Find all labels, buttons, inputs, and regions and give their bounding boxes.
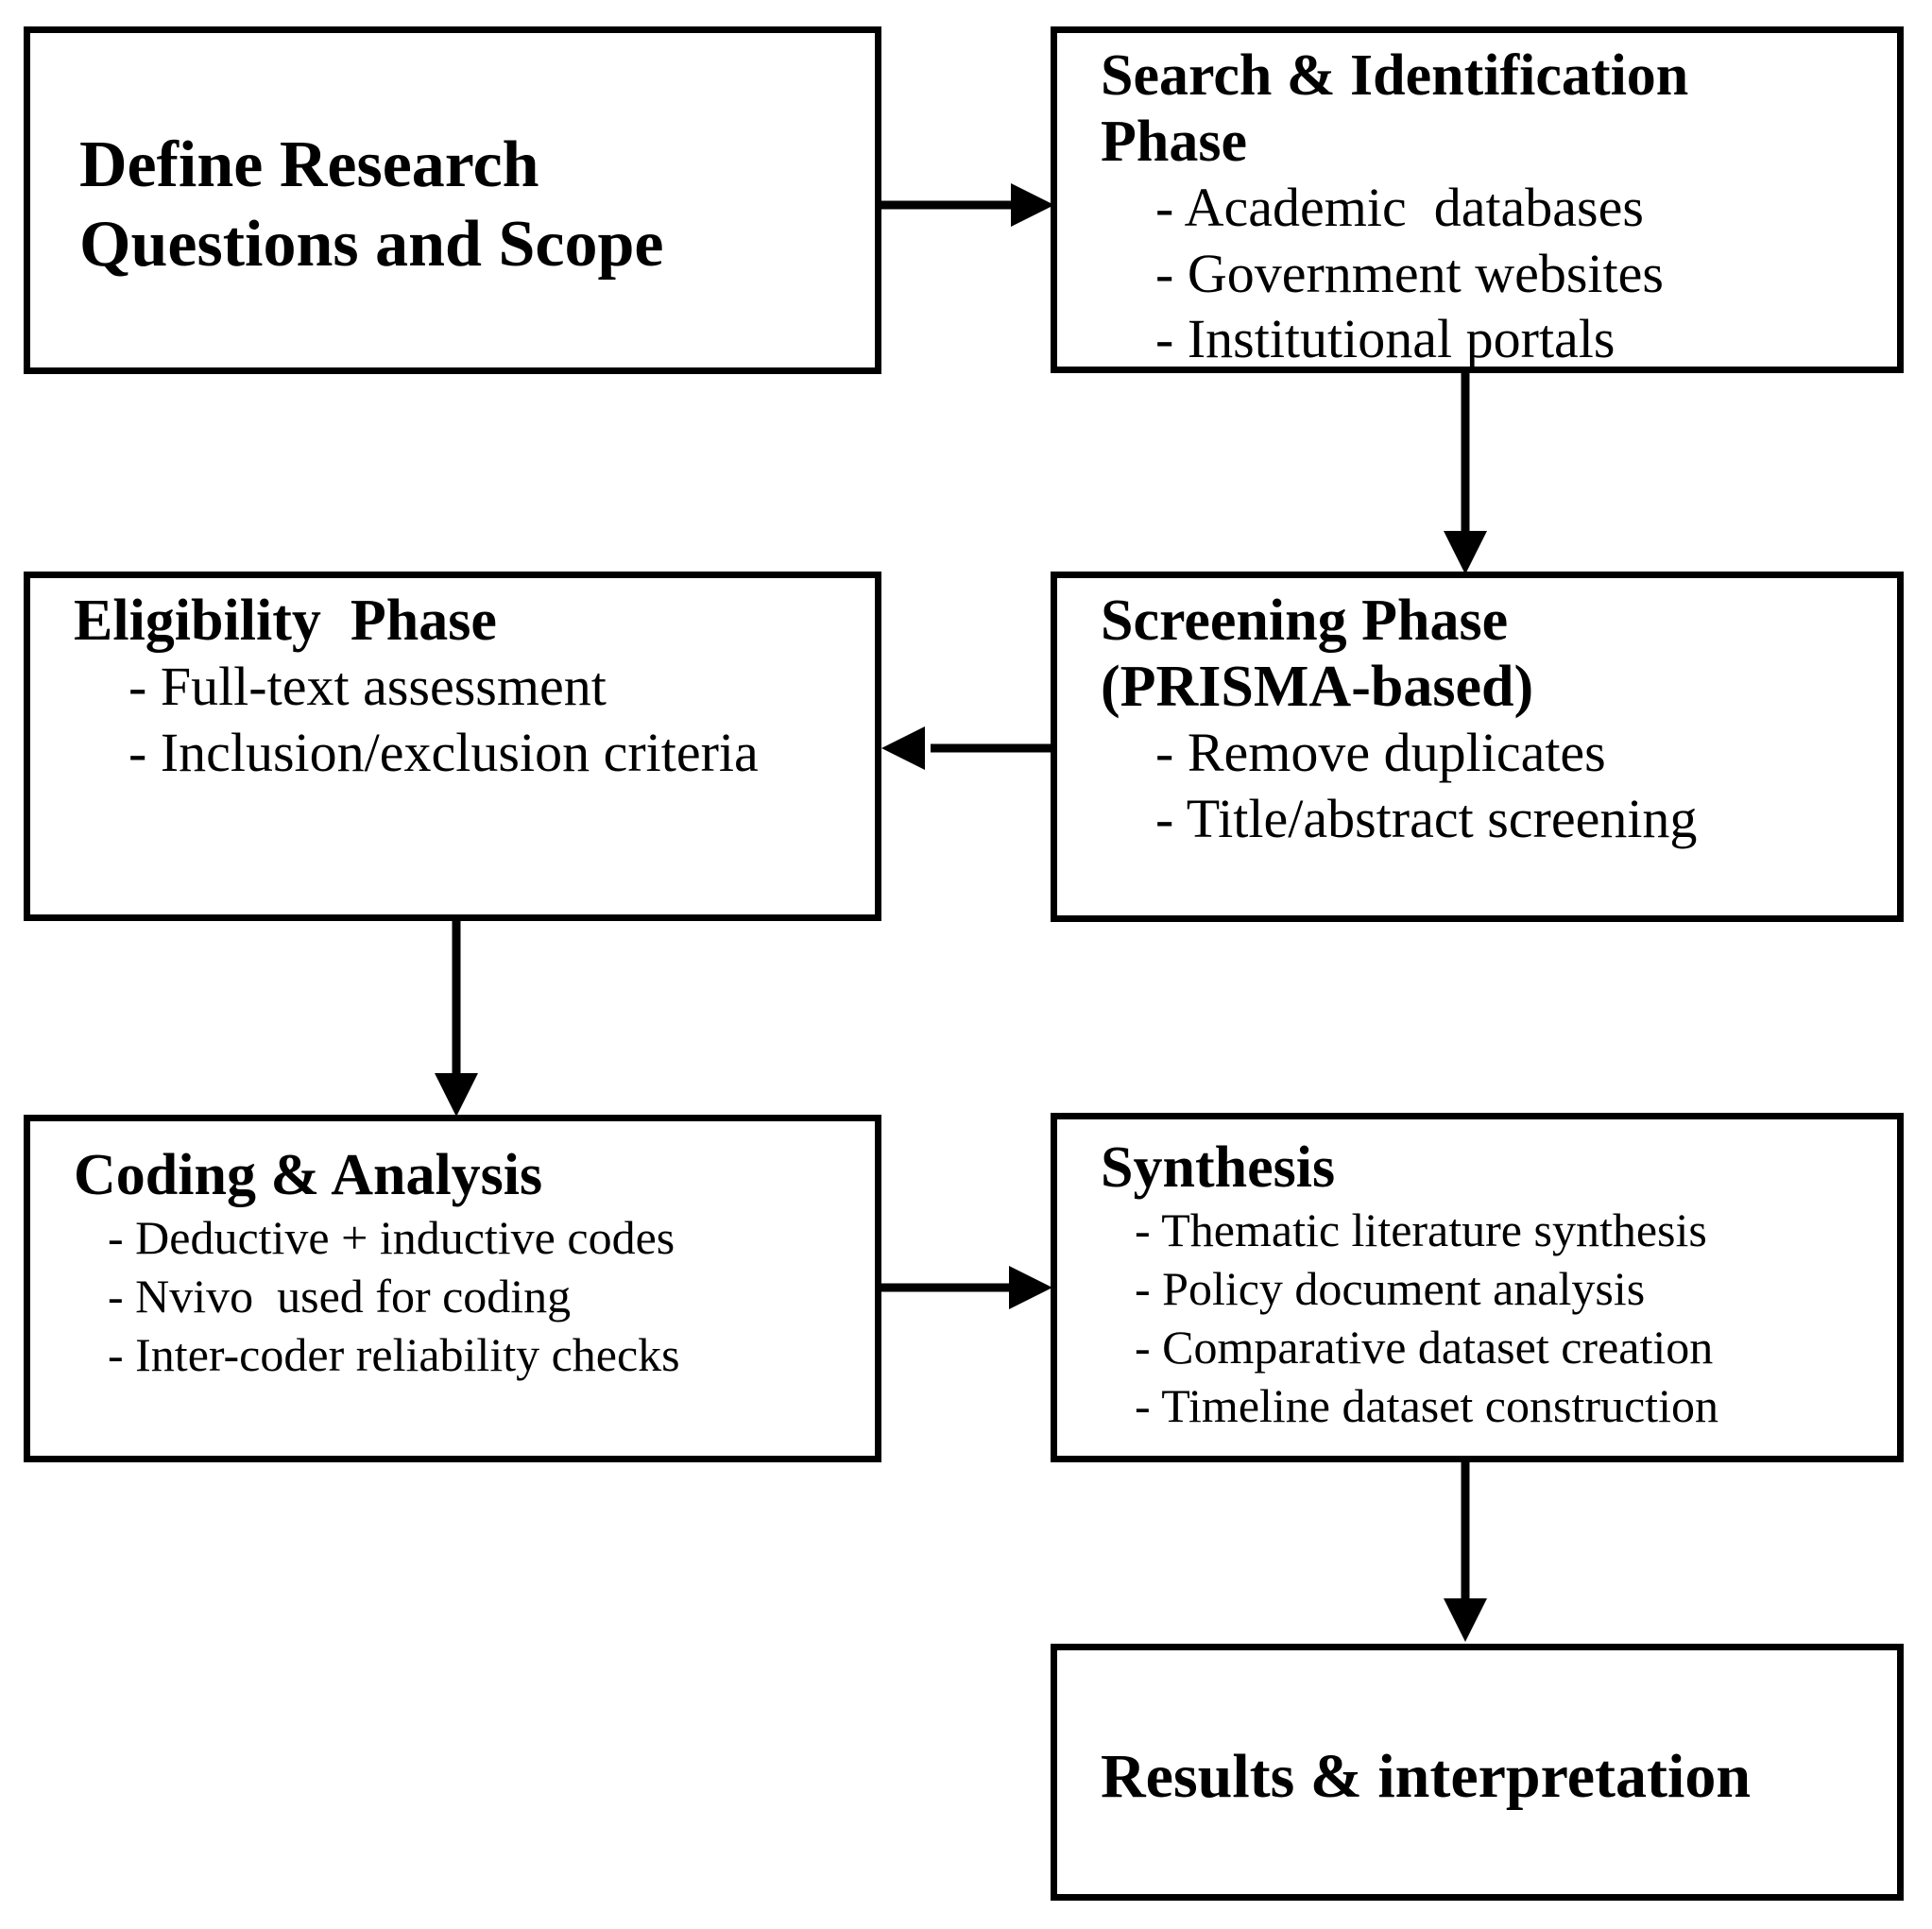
bullet-item: - Institutional portals (1155, 308, 1616, 370)
bullet-item: - Academic databases (1155, 177, 1644, 239)
bullet-item: - Nvivo used for coding (108, 1270, 572, 1323)
box-title-line: Eligibility Phase (74, 589, 497, 653)
bullet-item: - Government websites (1155, 242, 1664, 304)
bullet-item: - Inter-coder reliability checks (108, 1328, 680, 1382)
flow-box-screening-phase: Screening Phase (PRISMA-based) - Remove … (1051, 572, 1904, 922)
box-title-line: Phase (1101, 110, 1247, 175)
flow-box-define-research-scope: Define Research Questions and Scope (24, 26, 881, 374)
arrow-eligibility-to-coding (435, 919, 478, 1117)
box-title-line: Results & interpretation (1101, 1741, 1752, 1811)
box-title-line: Synthesis (1101, 1135, 1336, 1200)
box-title-line: Search & Identification (1101, 43, 1689, 108)
bullet-item: - Remove duplicates (1155, 722, 1606, 784)
flow-box-coding-analysis: Coding & Analysis - Deductive + inductiv… (24, 1115, 881, 1462)
arrow-search-to-screening (1444, 371, 1487, 574)
arrow-coding-to-synthesis (879, 1266, 1052, 1309)
bullet-item: - Title/abstract screening (1155, 787, 1698, 849)
box-title-line: (PRISMA-based) (1101, 655, 1534, 720)
box-title-line: Coding & Analysis (74, 1143, 543, 1207)
arrow-screening-to-eligibility (881, 726, 1054, 770)
box-title-line: Questions and Scope (79, 208, 664, 281)
arrow-define-to-search (879, 183, 1054, 227)
bullet-item: - Inclusion/exclusion criteria (128, 721, 759, 783)
bullet-item: - Comparative dataset creation (1135, 1321, 1714, 1374)
bullet-item: - Timeline dataset construction (1135, 1379, 1718, 1433)
flow-box-synthesis: Synthesis - Thematic literature synthesi… (1051, 1113, 1904, 1462)
flow-box-search-identification: Search & Identification Phase - Academic… (1051, 26, 1904, 373)
bullet-item: - Full-text assessment (128, 656, 607, 718)
box-title-line: Screening Phase (1101, 589, 1509, 653)
bullet-item: - Thematic literature synthesis (1135, 1203, 1707, 1257)
arrow-synthesis-to-results (1444, 1460, 1487, 1642)
bullet-item: - Deductive + inductive codes (108, 1211, 675, 1265)
flow-box-eligibility-phase: Eligibility Phase - Full-text assessment… (24, 572, 881, 921)
bullet-item: - Policy document analysis (1135, 1262, 1646, 1316)
flow-box-results-interpretation: Results & interpretation (1051, 1644, 1904, 1901)
box-title-line: Define Research (79, 128, 539, 201)
